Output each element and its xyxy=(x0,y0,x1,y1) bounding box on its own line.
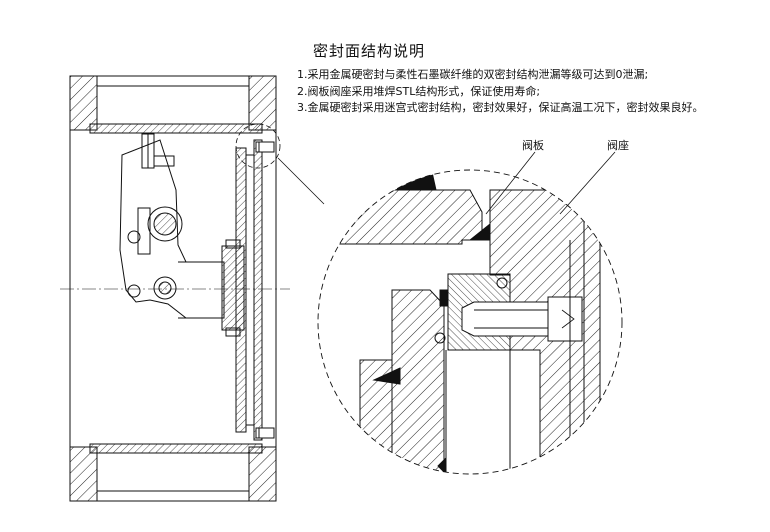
right-flange-bottom xyxy=(248,446,277,502)
body-bottom-wall xyxy=(89,443,263,454)
seal-detail xyxy=(317,151,623,475)
body-wall-detail xyxy=(318,189,483,245)
note-2: 2.阀板阀座采用堆焊STL结构形式，保证使用寿命; xyxy=(297,85,541,98)
weld-bottom-left xyxy=(372,367,401,385)
detail-ref-circle xyxy=(235,123,281,169)
body-top-wall xyxy=(89,123,263,134)
note-3: 3.金属硬密封采用迷宫式密封结构，密封效果好，保证高温工况下，密封效果良好。 xyxy=(297,101,704,114)
disc-hub xyxy=(221,245,245,331)
weld-top-left xyxy=(391,171,437,191)
left-flange-top xyxy=(69,75,98,131)
left-flange-bottom xyxy=(69,446,98,502)
label-seat: 阀座 xyxy=(607,139,629,152)
detail-circle xyxy=(317,169,623,475)
label-disc: 阀板 xyxy=(522,139,544,152)
valve-section xyxy=(60,75,325,502)
bolt xyxy=(461,301,549,337)
right-flange-top xyxy=(248,75,277,131)
diagram-title: 密封面结构说明 xyxy=(313,42,426,60)
weld-top-right xyxy=(468,222,491,241)
note-1: 1.采用金属硬密封与柔性石墨碳纤维的双密封结构泄漏等级可达到0泄漏; xyxy=(297,68,649,81)
